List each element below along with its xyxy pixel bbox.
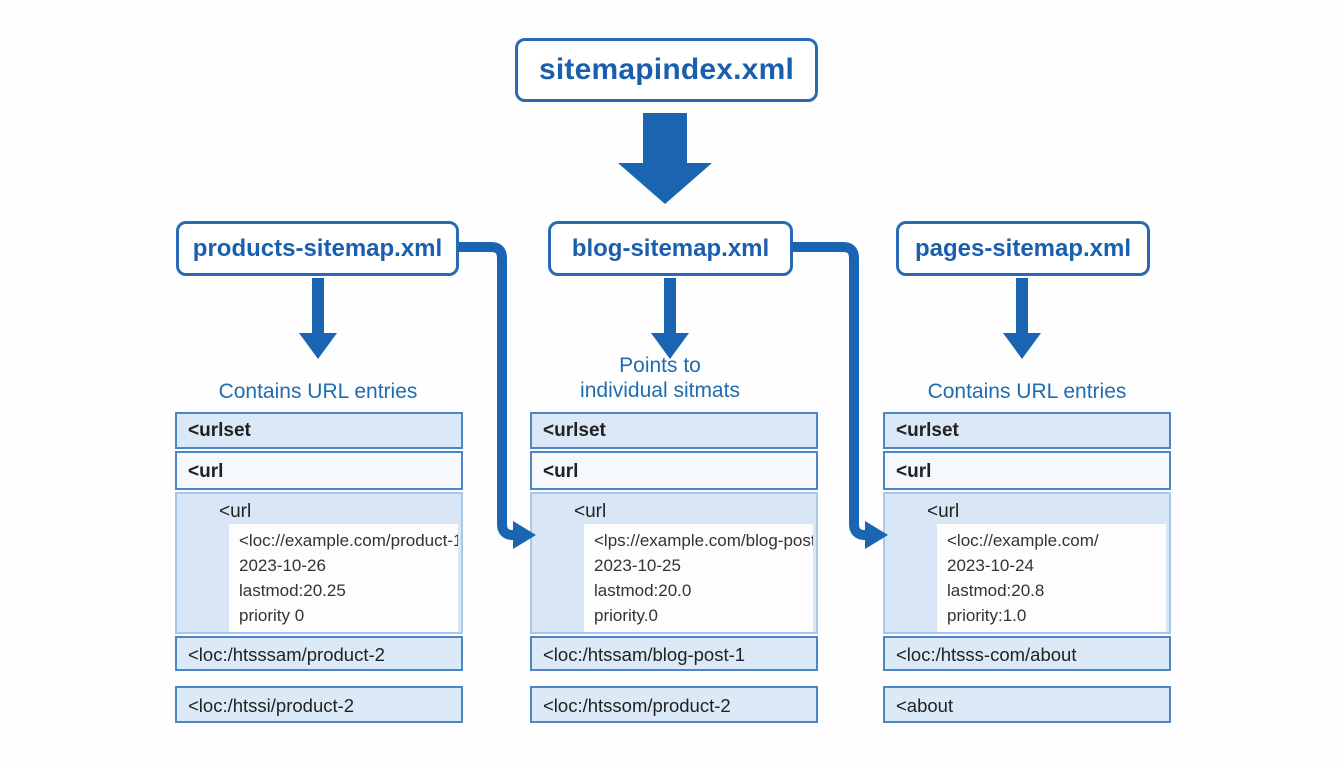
entry-lastmod: lastmod:20.25 (239, 581, 346, 600)
caption-line: Contains URL entries (218, 380, 418, 403)
xml-url-entry: <loc://example.com/ 2023-10-24 lastmod:2… (937, 524, 1166, 632)
node-pages-sitemap: pages-sitemap.xml (896, 221, 1150, 276)
xml-nested-url-tag: <url (927, 501, 960, 522)
caption-blog: Points to individual sitmats (515, 353, 805, 403)
caption-pages: Contains URL entries (877, 379, 1177, 404)
node-sitemapindex: sitemapindex.xml (515, 38, 818, 102)
caption-line: Contains URL entries (927, 380, 1127, 403)
xml-row-loc: <loc:/htsss-com/about (883, 636, 1171, 671)
arrow-down-icon (651, 278, 689, 359)
entry-loc: <loc://example.com/product-1 (239, 531, 458, 550)
xml-url-entry: <loc://example.com/product-1 2023-10-26 … (229, 524, 458, 632)
node-sitemapindex-label: sitemapindex.xml (539, 53, 794, 86)
entry-loc: <loc://example.com/ (947, 531, 1099, 550)
entry-date: 2023-10-26 (239, 556, 326, 575)
xml-row-url: <url (883, 451, 1171, 490)
entry-date: 2023-10-24 (947, 556, 1034, 575)
panel-products-xml: <urlset <url <url <loc://example.com/pro… (175, 412, 463, 724)
xml-row-loc: <about (883, 686, 1171, 723)
entry-lastmod: lastmod:20.0 (594, 581, 692, 600)
arrow-down-icon (618, 113, 712, 204)
entry-priority: priority:1.0 (947, 606, 1027, 625)
arrow-down-icon (1003, 278, 1041, 359)
xml-row-loc: <loc:/htssi/product-2 (175, 686, 463, 723)
xml-row-urlset: <urlset (530, 412, 818, 449)
entry-date: 2023-10-25 (594, 556, 681, 575)
xml-nested-url-tag: <url (574, 501, 607, 522)
xml-url-entry: <lps://example.com/blog-post-1 2023-10-2… (584, 524, 813, 632)
xml-row-url: <url (175, 451, 463, 490)
xml-row-loc: <loc:/htssam/blog-post-1 (530, 636, 818, 671)
node-products-label: products-sitemap.xml (192, 234, 443, 262)
node-blog-sitemap: blog-sitemap.xml (548, 221, 793, 276)
panel-blog-xml: <urlset <url <url <lps://example.com/blo… (530, 412, 818, 724)
xml-row-url: <url (530, 451, 818, 490)
entry-loc: <lps://example.com/blog-post-1 (594, 531, 813, 550)
panel-pages-xml: <urlset <url <url <loc://example.com/ 20… (883, 412, 1171, 724)
xml-nested-url-block: <url <loc://example.com/ 2023-10-24 last… (883, 492, 1171, 634)
caption-line: individual sitmats (580, 379, 740, 402)
xml-nested-url-block: <url <loc://example.com/product-1 2023-1… (175, 492, 463, 634)
entry-priority: priority 0 (239, 606, 305, 625)
xml-row-loc: <loc:/htsssam/product-2 (175, 636, 463, 671)
entry-priority: priority.0 (594, 606, 658, 625)
entry-lastmod: lastmod:20.8 (947, 581, 1045, 600)
caption-products: Contains URL entries (168, 379, 468, 404)
caption-line: Points to (619, 354, 701, 377)
node-products-sitemap: products-sitemap.xml (176, 221, 459, 276)
xml-row-urlset: <urlset (883, 412, 1171, 449)
xml-nested-url-tag: <url (219, 501, 252, 522)
node-pages-label: pages-sitemap.xml (914, 234, 1132, 262)
xml-row-urlset: <urlset (175, 412, 463, 449)
node-blog-label: blog-sitemap.xml (571, 234, 770, 262)
xml-row-loc: <loc:/htssom/product-2 (530, 686, 818, 723)
xml-nested-url-block: <url <lps://example.com/blog-post-1 2023… (530, 492, 818, 634)
arrow-down-icon (299, 278, 337, 359)
